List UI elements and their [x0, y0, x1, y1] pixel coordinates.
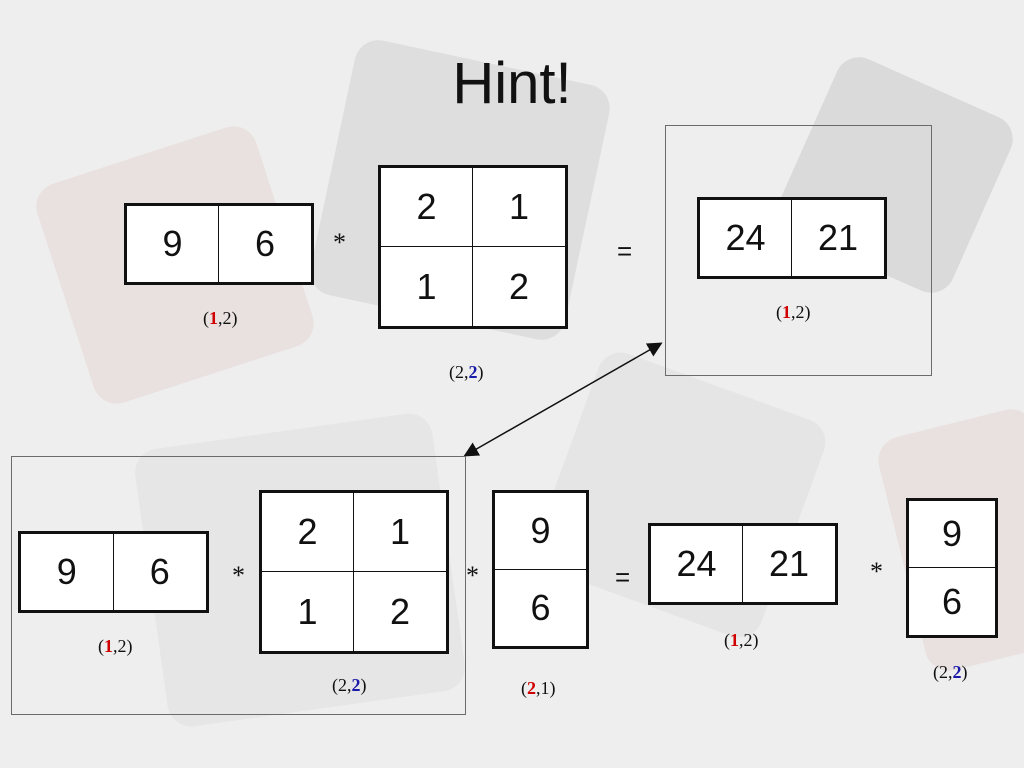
matrix-cell: 9 — [21, 534, 114, 610]
top-matrix-a-dims: (1,2) — [203, 308, 238, 328]
dim-cols: 2 — [351, 675, 361, 695]
top-multiply-operator: * — [333, 228, 346, 257]
matrix-cell: 24 — [651, 526, 743, 602]
matrix-cell: 1 — [354, 493, 446, 572]
matrix-cell: 6 — [254, 223, 276, 264]
dim-rows: 1 — [209, 308, 218, 328]
matrix-cell: 9 — [127, 206, 219, 282]
matrix-cell: 1 — [473, 168, 565, 247]
dim-rows: 2 — [939, 662, 948, 682]
matrix-cell: 21 — [768, 543, 810, 584]
top-result-matrix: 24 21 — [697, 197, 887, 279]
bottom-matrix-d-dims: (2,2) — [933, 662, 968, 682]
matrix-cell: 2 — [508, 265, 530, 307]
bottom-matrix-a: 9 6 — [18, 531, 209, 613]
matrix-cell: 9 — [495, 493, 586, 570]
top-result-frame — [665, 125, 932, 376]
top-matrix-b: 2 1 1 2 — [378, 165, 568, 329]
top-result-dims: (1,2) — [776, 302, 811, 322]
matrix-cell: 21 — [817, 217, 859, 258]
matrix-cell: 9 — [909, 501, 995, 568]
bottom-matrix-b-dims: (2,2) — [332, 675, 367, 695]
dim-rows: 1 — [782, 302, 791, 322]
matrix-cell: 24 — [700, 200, 792, 276]
dim-cols: 2 — [222, 308, 232, 328]
bottom-matrix-d: 9 6 — [906, 498, 998, 638]
bottom-result-matrix: 24 21 — [648, 523, 838, 605]
bottom-multiply-operator-2: * — [466, 561, 479, 590]
bottom-matrix-b: 2 1 1 2 — [259, 490, 449, 654]
matrix-cell: 2 — [381, 168, 473, 247]
matrix-cell: 2 — [262, 493, 354, 572]
matrix-cell: 6 — [149, 551, 170, 592]
dim-cols: 2 — [952, 662, 962, 682]
dim-cols: 2 — [743, 630, 753, 650]
matrix-cell: 1 — [381, 247, 473, 326]
top-equals-operator: = — [617, 236, 633, 266]
dim-rows: 2 — [527, 678, 536, 698]
bottom-matrix-c-dims: (2,1) — [521, 678, 556, 698]
dim-rows: 1 — [104, 636, 113, 656]
dim-cols: 2 — [117, 636, 127, 656]
slide-title: Hint! — [452, 51, 572, 116]
dim-rows: 2 — [338, 675, 347, 695]
bottom-equals-operator: = — [615, 562, 631, 592]
bottom-result-dims: (1,2) — [724, 630, 759, 650]
bottom-matrix-c: 9 6 — [492, 490, 589, 649]
bottom-product-frame — [11, 456, 466, 715]
matrix-cell: 6 — [530, 586, 551, 628]
dim-rows: 2 — [455, 362, 464, 382]
matrix-cell: 6 — [941, 580, 963, 622]
matrix-cell: 1 — [262, 572, 354, 651]
bottom-multiply-operator-3: * — [870, 557, 883, 586]
dim-cols: 2 — [795, 302, 805, 322]
dim-cols: 1 — [540, 678, 550, 698]
bottom-multiply-operator-1: * — [232, 561, 245, 590]
top-matrix-a: 9 6 — [124, 203, 314, 285]
dim-rows: 1 — [730, 630, 739, 650]
matrix-cell: 2 — [389, 590, 411, 632]
bottom-matrix-a-dims: (1,2) — [98, 636, 133, 656]
